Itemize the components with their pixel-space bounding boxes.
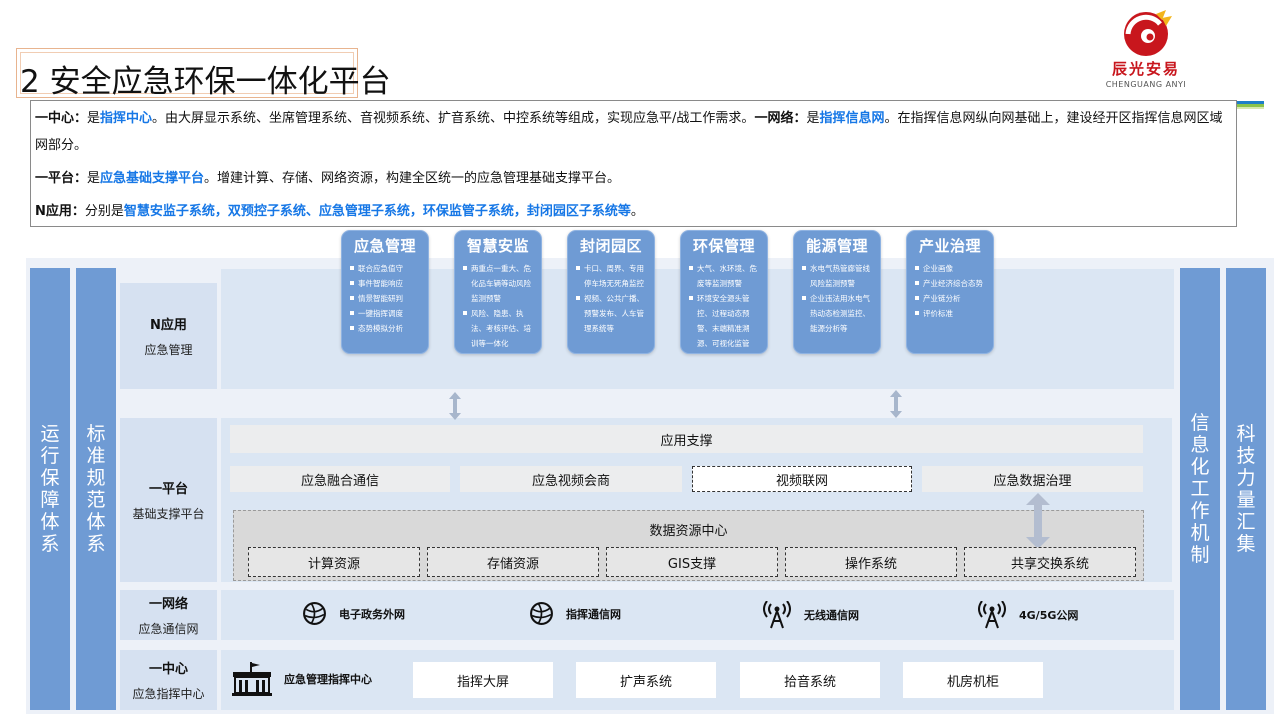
platform-box: 视频联网 (692, 466, 912, 492)
app-card-title: 产业治理 (918, 237, 981, 255)
network-item-label: 无线通信网 (804, 609, 859, 622)
app-card-title: 应急管理 (353, 237, 416, 255)
resource-box: 共享交换系统 (964, 547, 1136, 577)
app-card-title: 能源管理 (805, 237, 868, 255)
app-card[interactable]: 智慧安监 两重点一重大、危化品车辆等动风险监测预警风险、隐患、执法、考核评估、培… (454, 230, 542, 354)
antenna-icon (978, 601, 1006, 629)
network-item-label: 4G/5G公网 (1019, 609, 1079, 622)
building-icon (232, 662, 272, 696)
row-label-platform: 一平台基础支撑平台 (120, 418, 217, 582)
resource-box: 操作系统 (785, 547, 957, 577)
side-column-operation: 运行保障体系 (30, 268, 70, 710)
app-card[interactable]: 封闭园区 卡口、周界、专用停车场无死角监控视频、公共广播、预警发布、人车管理系统… (567, 230, 655, 354)
app-card[interactable]: 环保管理 大气、水环境、危废等监测预警环境安全源头管控、过程动态预警、末端精准溯… (680, 230, 768, 354)
data-center-title: 数据资源中心 (649, 524, 728, 539)
platform-box: 应急数据治理 (922, 466, 1143, 492)
resource-box: 计算资源 (248, 547, 420, 577)
logo-subtitle: CHENGUANG ANYI (1105, 80, 1187, 89)
side-column-technology: 科技力量汇集 (1226, 268, 1266, 710)
resource-box: 存储资源 (427, 547, 599, 577)
title-frame-inner (20, 52, 354, 94)
center-box: 机房机柜 (903, 662, 1043, 698)
network-item: 无线通信网 (762, 601, 859, 629)
logo-text: 辰光安易 (1111, 60, 1180, 78)
globe-icon (303, 602, 326, 625)
network-item-label: 指挥通信网 (566, 607, 621, 621)
command-center-label: 应急管理指挥中心 (284, 673, 372, 686)
app-card-title: 环保管理 (692, 237, 755, 255)
network-item: 电子政务外网 (302, 601, 405, 626)
antenna-icon (763, 601, 791, 629)
row-label-network: 一网络应急通信网 (120, 590, 217, 640)
description-panel: 一中心：是指挥中心。由大屏显示系统、坐席管理系统、音视频系统、扩音系统、中控系统… (30, 100, 1237, 227)
double-arrow-icon (890, 390, 902, 418)
row-label-app: N应用应急管理 (120, 283, 217, 389)
globe-icon (530, 602, 553, 625)
center-box: 扩声系统 (576, 662, 716, 698)
side-column-standards: 标准规范体系 (76, 268, 116, 710)
network-item: 4G/5G公网 (977, 601, 1078, 629)
band-network (221, 590, 1174, 640)
app-card[interactable]: 应急管理 联合应急值守事件智能响应情景智能研判一键指挥调度态势模拟分析 (341, 230, 429, 354)
app-card[interactable]: 能源管理 水电气热管廊管线风险监测预警企业违法用水电气热动态检测监控、能源分析等 (793, 230, 881, 354)
double-arrow-icon (1026, 493, 1050, 549)
app-support-bar: 应用支撑 (230, 425, 1143, 453)
network-item-label: 电子政务外网 (339, 607, 405, 621)
app-card[interactable]: 产业治理 企业画像产业经济综合态势产业链分析评价标准 (906, 230, 994, 354)
app-card-title: 封闭园区 (579, 237, 642, 255)
side-column-mechanism: 信息化工作机制 (1180, 268, 1220, 710)
app-card-title: 智慧安监 (466, 237, 529, 255)
platform-box: 应急视频会商 (460, 466, 682, 492)
resource-box: GIS支撑 (606, 547, 778, 577)
double-arrow-icon (449, 392, 461, 420)
company-logo-icon (1124, 10, 1172, 56)
center-box: 指挥大屏 (413, 662, 553, 698)
center-box: 拾音系统 (740, 662, 880, 698)
row-label-center: 一中心应急指挥中心 (120, 650, 217, 710)
title-frame (16, 48, 358, 98)
description-line-apps: N应用：分别是智慧安监子系统，双预控子系统、应急管理子系统，环保监管子系统，封闭… (35, 204, 644, 219)
page-title: 2 安全应急环保一体化平台 (20, 64, 391, 100)
description-line-center: 一中心：是指挥中心。由大屏显示系统、坐席管理系统、音视频系统、扩音系统、中控系统… (35, 111, 1223, 153)
command-center-main: 应急管理指挥中心 (232, 662, 372, 696)
network-item: 指挥通信网 (529, 601, 621, 626)
description-line-platform: 一平台：是应急基础支撑平台。增建计算、存储、网络资源，构建全区统一的应急管理基础… (35, 171, 621, 186)
platform-box: 应急融合通信 (230, 466, 450, 492)
